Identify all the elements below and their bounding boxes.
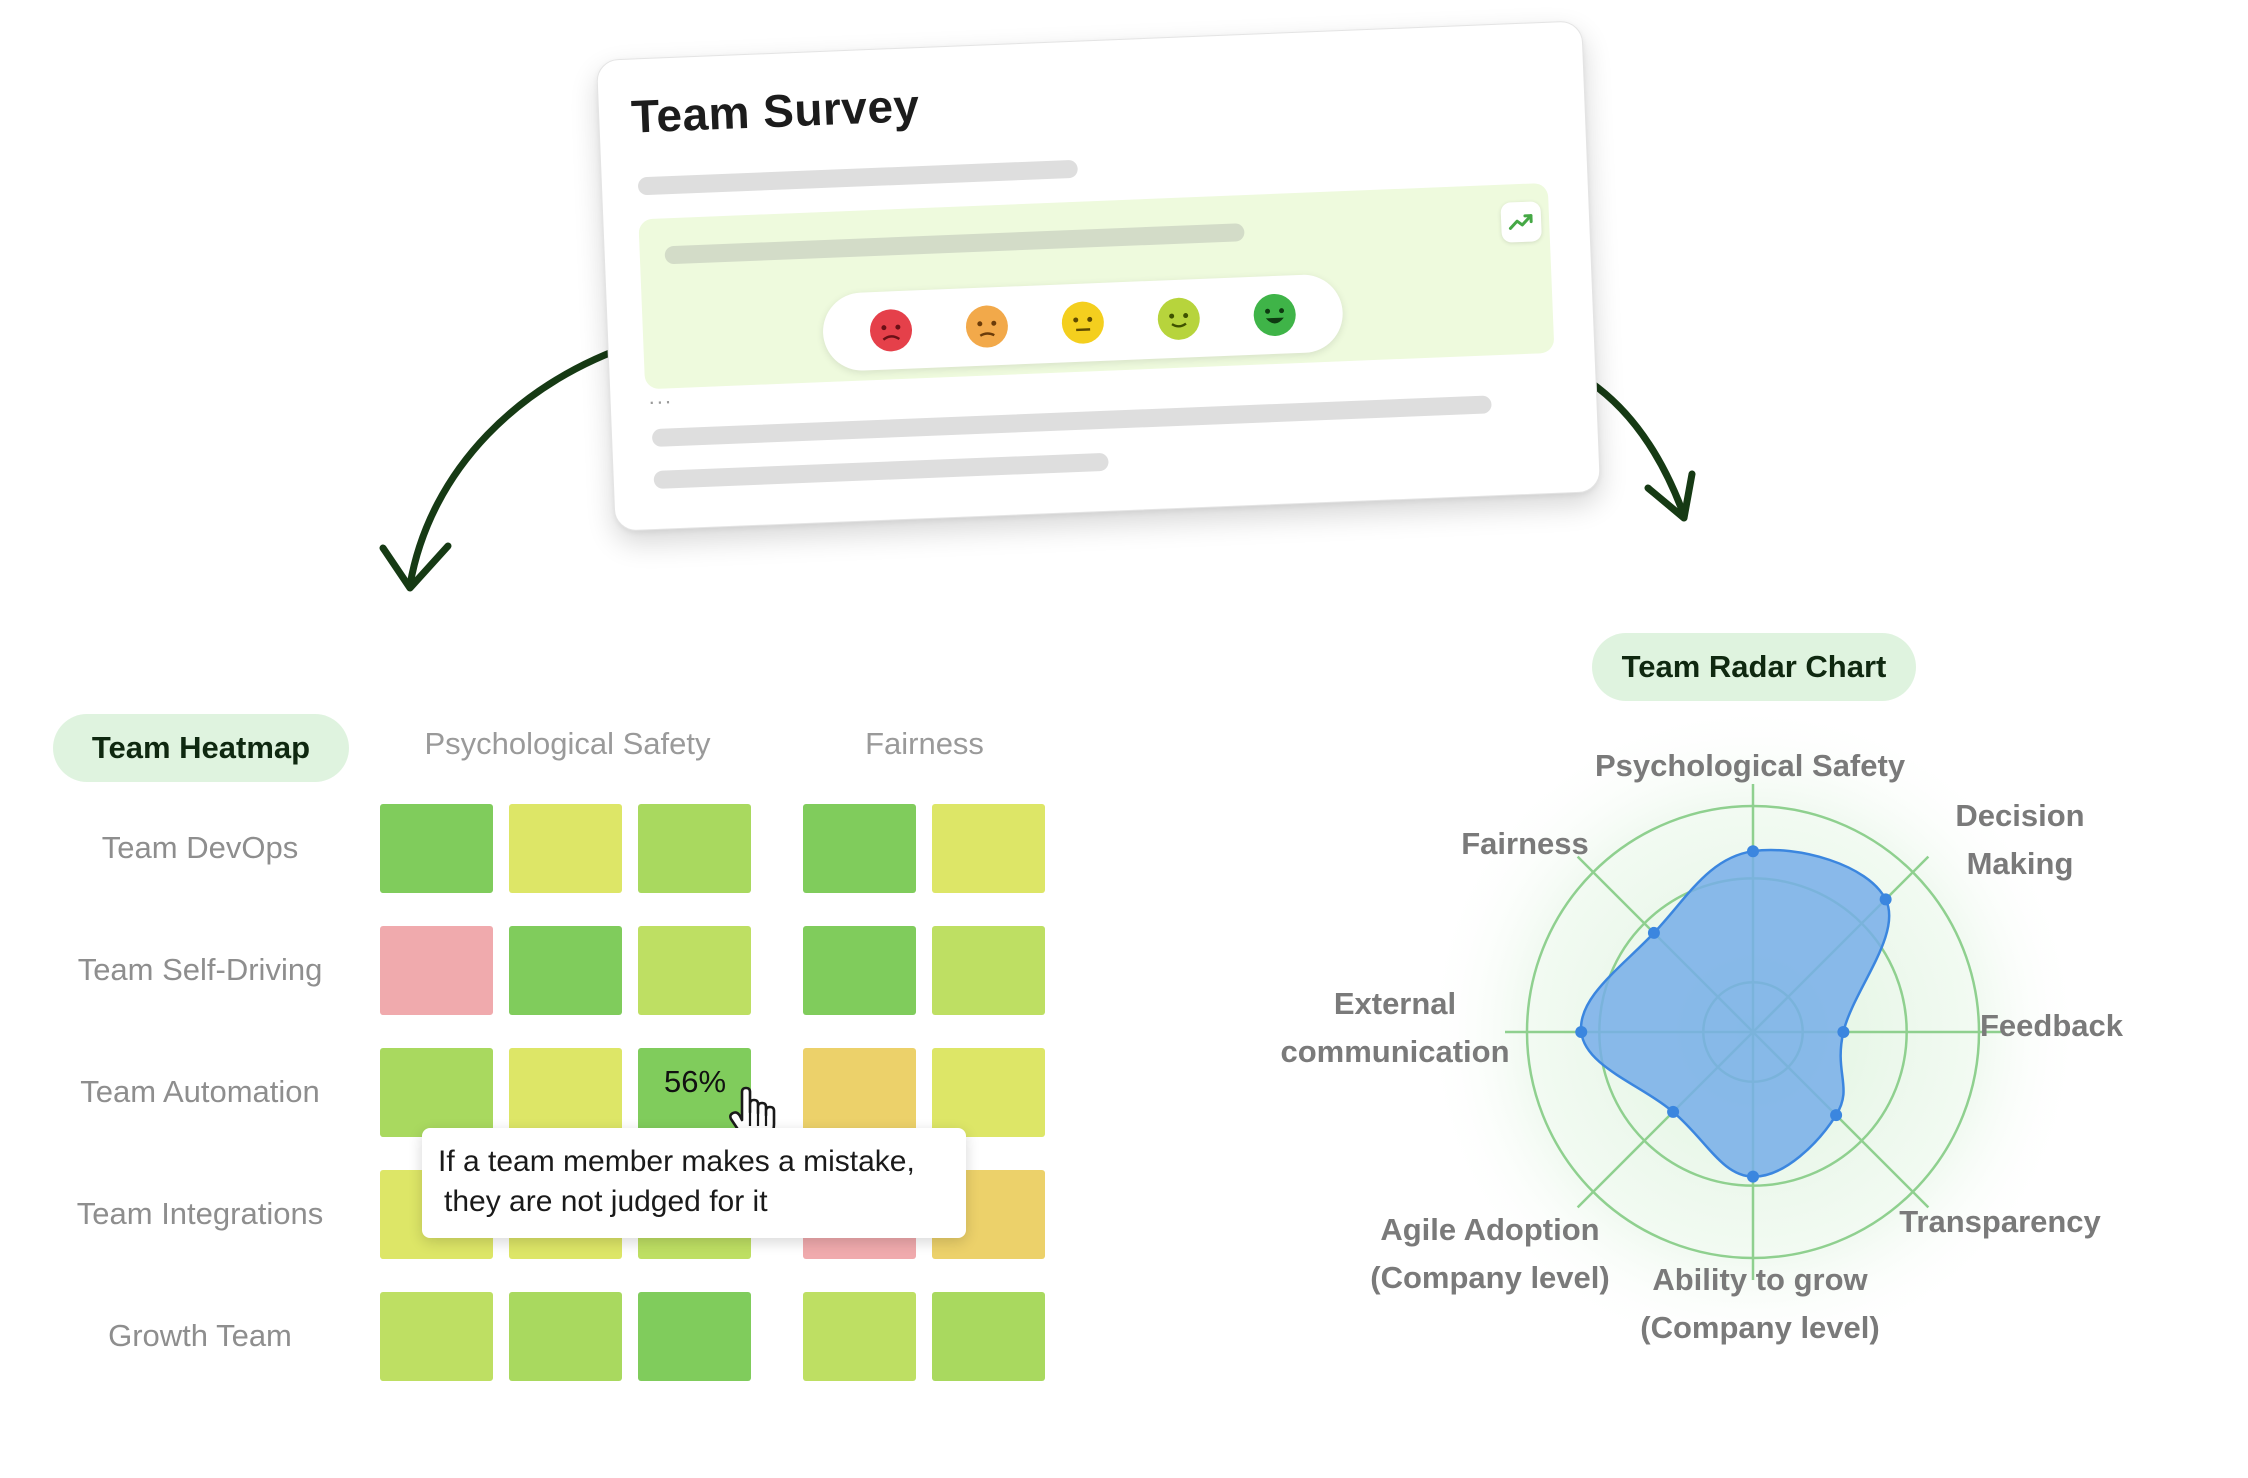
team-heatmap-pill: Team Heatmap	[53, 714, 349, 782]
heatmap-cell[interactable]	[380, 926, 493, 1015]
radar-axis-label: Psychological Safety	[1594, 748, 1906, 783]
radar-data-point	[1830, 1109, 1843, 1122]
radar-data-point	[1879, 893, 1892, 906]
team-radar-chart-pill: Team Radar Chart	[1592, 633, 1916, 701]
radar-axis-label: Fairness	[1461, 826, 1589, 861]
heatmap-cell[interactable]	[509, 1048, 622, 1137]
heatmap-cell[interactable]	[509, 1292, 622, 1381]
heatmap-cell[interactable]	[380, 1048, 493, 1137]
hand-pointer-icon	[729, 1086, 776, 1141]
very-unhappy-face-icon[interactable]	[868, 308, 914, 354]
row-label: Team Self-Driving	[77, 952, 323, 987]
radar-data-point	[1647, 926, 1660, 939]
tooltip-line: If a team member makes a mistake,	[438, 1145, 915, 1178]
placeholder-line	[637, 159, 1079, 196]
more-content-ellipsis: ...	[647, 383, 674, 410]
placeholder-line	[651, 395, 1492, 448]
heatmap-cell[interactable]	[932, 804, 1045, 893]
trending-up-icon[interactable]	[1500, 201, 1542, 243]
heatmap-cell[interactable]	[932, 1048, 1045, 1137]
very-happy-face-icon[interactable]	[1252, 292, 1298, 338]
radar-data-point	[1747, 845, 1759, 858]
heatmap-cell[interactable]	[803, 804, 916, 893]
radar-axis-label: Agile Adoption(Company level)	[1370, 1212, 1610, 1295]
radar-data-point	[1667, 1105, 1680, 1118]
tooltip-line: they are not judged for it	[444, 1185, 768, 1218]
radar-chart	[1440, 702, 2083, 1320]
cell-tooltip: If a team member makes a mistake, they a…	[422, 1128, 966, 1238]
radar-axis-label: Ability to grow(Company level)	[1640, 1262, 1880, 1345]
heatmap-cell[interactable]	[932, 926, 1045, 1015]
heatmap-cell[interactable]	[380, 1292, 493, 1381]
placeholder-line	[653, 452, 1109, 490]
heatmap-cell[interactable]	[638, 926, 751, 1015]
heatmap-cell-value: 56%	[663, 1064, 727, 1099]
radar-data-point	[1575, 1026, 1588, 1038]
neutral-face-icon[interactable]	[1060, 300, 1106, 346]
radar-axis-label: Feedback	[1980, 1008, 2124, 1043]
placeholder-line	[664, 223, 1245, 265]
happy-face-icon[interactable]	[1156, 296, 1202, 342]
row-label: Team Integrations	[76, 1196, 324, 1231]
column-header-fairness: Fairness	[865, 726, 984, 761]
heatmap-cell[interactable]	[803, 1048, 916, 1137]
row-label: Team Automation	[80, 1074, 320, 1109]
emoji-rating	[821, 273, 1345, 373]
arrow-to-heatmap-head	[379, 542, 452, 592]
radar-data-points	[1575, 845, 1892, 1183]
radar-data-point	[1837, 1026, 1850, 1038]
heatmap-cell[interactable]	[380, 804, 493, 893]
heatmap-cell[interactable]	[803, 926, 916, 1015]
survey-title: Team Survey	[630, 79, 921, 143]
column-header-psychological-safety: Psychological Safety	[424, 726, 711, 761]
heatmap-cell[interactable]	[638, 804, 751, 893]
heatmap-cell[interactable]	[932, 1292, 1045, 1381]
survey-card: Team Survey ...	[595, 20, 1602, 532]
heatmap-cell[interactable]	[509, 926, 622, 1015]
survey-question-panel[interactable]	[638, 182, 1555, 390]
radar-data-point	[1747, 1170, 1759, 1183]
arrow-to-heatmap	[406, 338, 644, 589]
arrow-to-radar-head	[1644, 470, 1696, 522]
heatmap-cell[interactable]	[509, 804, 622, 893]
radar-axis-label: Transparency	[1899, 1204, 2101, 1239]
row-label: Team DevOps	[101, 830, 299, 865]
row-label: Growth Team	[108, 1318, 292, 1353]
unhappy-face-icon[interactable]	[964, 304, 1010, 350]
heatmap-cell[interactable]	[638, 1292, 751, 1381]
heatmap-cell[interactable]	[803, 1292, 916, 1381]
